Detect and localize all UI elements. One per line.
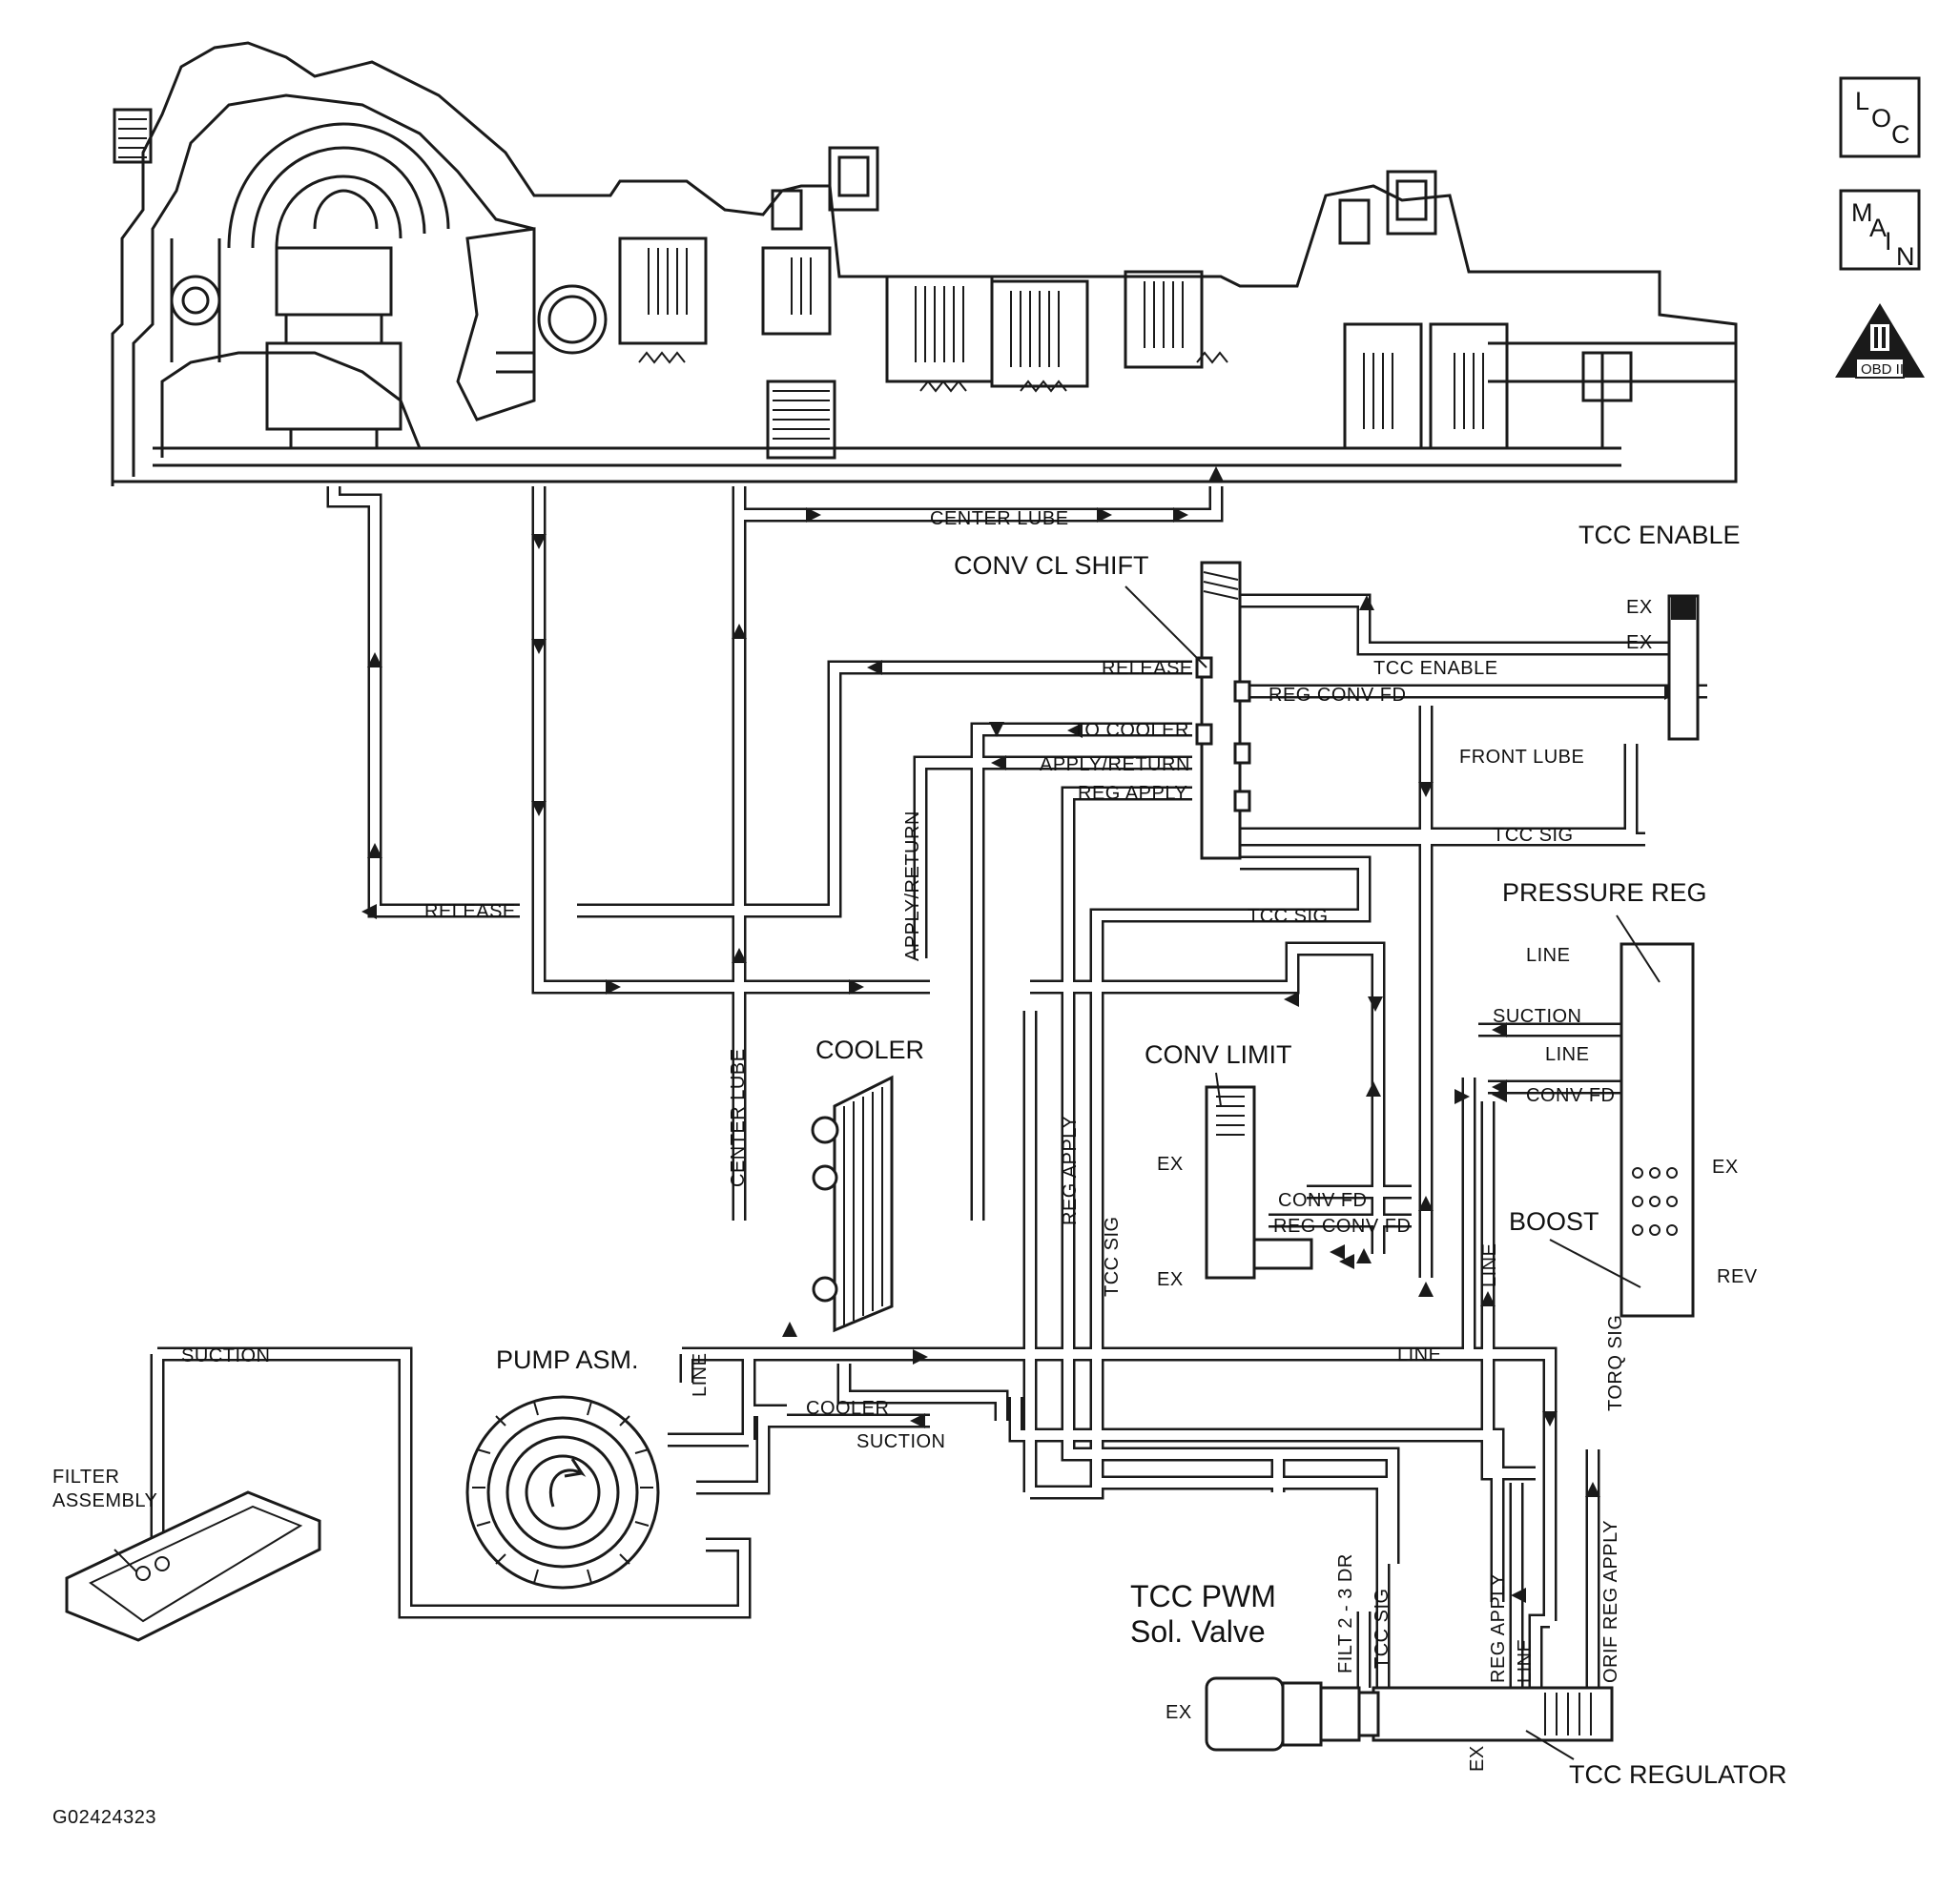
tcc-sig-mid-label: TCC SIG xyxy=(1248,906,1329,927)
center-lube-v-label: CENTER LUBE xyxy=(728,1048,749,1187)
tcc-pwm-label-line2: Sol. Valve xyxy=(1130,1614,1266,1649)
pump-icon xyxy=(465,1395,660,1590)
line-v-right-label: LINE xyxy=(1479,1243,1500,1287)
ex-regulator-label: EX xyxy=(1467,1745,1488,1772)
line-pump-label: LINE xyxy=(690,1353,711,1397)
reg-apply-v-label: REG APPLY xyxy=(1060,1116,1081,1225)
figure-id: G02424323 xyxy=(52,1807,156,1828)
tcc-sig-v-label: TCC SIG xyxy=(1102,1216,1123,1297)
reg-apply-h-label: REG APPLY xyxy=(1078,783,1187,804)
main-letter-n: N xyxy=(1896,242,1915,271)
conv-limit-valve xyxy=(1205,1085,1313,1280)
loc-nav-button[interactable]: L O C xyxy=(1839,76,1921,158)
filt-2-3-dr-label: FILT 2 - 3 DR xyxy=(1335,1553,1356,1673)
cooler-label: COOLER xyxy=(815,1036,924,1064)
tcc-enable-valve xyxy=(1667,594,1700,741)
obd-ii-label: OBD II xyxy=(1861,361,1904,378)
suction-left-label: SUCTION xyxy=(181,1345,271,1366)
filter-label-line1: FILTER xyxy=(52,1467,119,1488)
main-letter-m: M xyxy=(1851,198,1873,227)
reg-conv-fd-cl-label: REG CONV FD xyxy=(1273,1216,1411,1237)
filter-label-line2: ASSEMBLY xyxy=(52,1490,157,1511)
ex-pressure-reg-label: EX xyxy=(1712,1157,1739,1178)
apply-return-v-label: APPLY/RETURN xyxy=(902,811,923,961)
loc-letter-l: L xyxy=(1855,87,1869,115)
line-pr2-label: LINE xyxy=(1545,1044,1589,1065)
tcc-sig-bottom-label: TCC SIG xyxy=(1372,1588,1393,1669)
pump-label: PUMP ASM. xyxy=(496,1345,639,1374)
conv-fd-pr-label: CONV FD xyxy=(1526,1085,1616,1106)
main-letter-i: I xyxy=(1885,227,1892,256)
hydraulic-passages xyxy=(150,466,1707,1688)
tcc-regulator-label: TCC REGULATOR xyxy=(1569,1760,1787,1789)
main-nav-button[interactable]: M A I N xyxy=(1839,189,1921,271)
loc-letter-o: O xyxy=(1871,104,1891,133)
torq-sig-label: TORQ SIG xyxy=(1605,1315,1626,1411)
tcc-regulator-valve xyxy=(1372,1686,1614,1742)
reg-conv-fd-top-label: REG CONV FD xyxy=(1269,685,1406,706)
release-left-label: RELEASE xyxy=(424,901,516,922)
transmission-cross-section xyxy=(111,41,1738,486)
line-bottom-label: LINE xyxy=(1515,1639,1536,1683)
orif-reg-apply-label: ORIF REG APPLY xyxy=(1600,1520,1621,1683)
reg-apply-bottom-label: REG APPLY xyxy=(1488,1573,1509,1683)
cooler-icon xyxy=(811,1075,894,1333)
ex-pwm-label: EX xyxy=(1166,1702,1192,1723)
tcc-pwm-label-line1: TCC PWM xyxy=(1130,1579,1276,1613)
pressure-reg-valve xyxy=(1620,942,1695,1318)
filter-assembly-icon xyxy=(65,1490,321,1642)
ex-conv-limit-1-label: EX xyxy=(1157,1154,1184,1175)
exhaust-labels: EX EX EX EX EX REV EX EX xyxy=(1157,597,1758,1772)
clutch-packs xyxy=(648,248,1484,429)
loc-letter-c: C xyxy=(1891,120,1910,149)
apply-return-h-label: APPLY/RETURN xyxy=(1040,754,1190,775)
to-cooler-label: TO COOLER xyxy=(1073,720,1189,741)
tcc-enable-label: TCC ENABLE xyxy=(1578,521,1741,549)
component-labels: CONV CL SHIFT TCC ENABLE PRESSURE REG CO… xyxy=(52,521,1787,1789)
conv-fd-cl-label: CONV FD xyxy=(1278,1190,1368,1211)
cooler-bottom-label: COOLER xyxy=(806,1398,889,1419)
tcc-enable-line-label: TCC ENABLE xyxy=(1373,658,1498,679)
conv-limit-label: CONV LIMIT xyxy=(1145,1040,1292,1069)
ex-enable-2-label: EX xyxy=(1626,632,1653,653)
boost-label: BOOST xyxy=(1509,1207,1599,1236)
pressure-reg-label: PRESSURE REG xyxy=(1502,878,1707,907)
suction-pr-label: SUCTION xyxy=(1493,1006,1582,1027)
tcc-pwm-solenoid xyxy=(1205,1676,1380,1752)
tcc-sig-right-label: TCC SIG xyxy=(1493,825,1574,846)
front-lube-label: FRONT LUBE xyxy=(1459,747,1584,768)
suction-bottom-label: SUCTION xyxy=(856,1431,946,1452)
conv-cl-shift-valve xyxy=(1195,561,1251,860)
center-lube-top-label: CENTER LUBE xyxy=(930,508,1069,529)
main-letter-a: A xyxy=(1869,214,1887,242)
passage-labels: CENTER LUBE RELEASE TCC ENABLE REG CONV … xyxy=(181,508,1626,1683)
line-pr1-label: LINE xyxy=(1526,945,1570,966)
release-top-label: RELEASE xyxy=(1102,658,1193,679)
ex-conv-limit-2-label: EX xyxy=(1157,1269,1184,1290)
rev-label: REV xyxy=(1717,1266,1758,1287)
line-h-label: LINE xyxy=(1397,1345,1441,1365)
ex-enable-1-label: EX xyxy=(1626,597,1653,618)
obd-ii-nav-button[interactable]: OBD II xyxy=(1835,303,1925,379)
conv-cl-shift-label: CONV CL SHIFT xyxy=(954,551,1149,580)
